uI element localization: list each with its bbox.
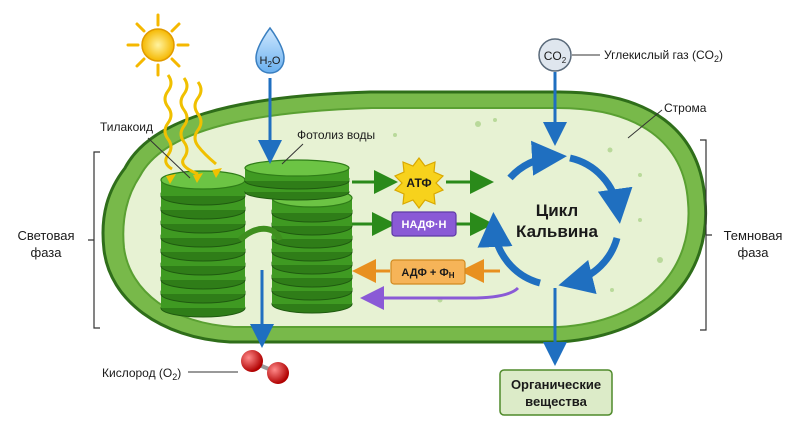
grana-top-disc (244, 159, 350, 190)
grana-stack-top (244, 159, 350, 201)
co2-formula-main: CO (544, 49, 562, 63)
stroma-dots (393, 118, 663, 303)
cycle-arc-right (569, 154, 633, 224)
co2-formula-sub: 2 (562, 56, 567, 65)
photolysis-leader (281, 143, 304, 165)
light-rays (163, 74, 217, 176)
grana-stack-left (160, 170, 246, 318)
light-phase-label-line1: Световая (17, 228, 74, 243)
photolysis-label: Фотолиз воды (297, 128, 375, 142)
organic-substances-box: Органические вещества (499, 369, 613, 416)
svg-text:АДФ + ФН: АДФ + ФН (401, 267, 454, 280)
stroma-leader (627, 109, 663, 139)
dark-phase-label-line2: фаза (738, 245, 770, 260)
water-drop-icon: H2O (255, 26, 285, 74)
water-formula-end: O (272, 55, 281, 67)
stroma-label: Строма (664, 101, 707, 115)
dark-phase-brace (700, 139, 712, 331)
adp-badge: АДФ + ФН (390, 259, 466, 285)
adp-label-sub: Н (449, 271, 455, 280)
nadph-label: НАДФ·Н (402, 219, 447, 231)
calvin-cycle-title-line1: Цикл (536, 201, 578, 220)
svg-text:CO2: CO2 (544, 49, 567, 65)
co2-molecule-icon: CO2 (538, 38, 572, 72)
co2-label: Углекислый газ (CO2) (604, 48, 723, 64)
grana-stack-right (271, 188, 353, 314)
cycle-arc-bottom (558, 236, 621, 294)
grana-left-disc (160, 170, 246, 206)
sun-icon (126, 13, 190, 77)
water-formula-main: H (260, 55, 268, 67)
thylakoid-leader (147, 137, 191, 179)
atp-badge: АТФ (393, 157, 445, 209)
atp-label: АТФ (406, 176, 431, 190)
adp-label: АДФ + Ф (401, 267, 448, 279)
light-ray-heads (166, 168, 222, 184)
svg-text:H2O: H2O (260, 55, 281, 69)
cycle-arc-top (507, 140, 567, 181)
organic-label-line2: вещества (525, 394, 587, 409)
stroma-lamella (237, 225, 283, 243)
water-formula-sub: 2 (267, 60, 272, 69)
light-phase-label-line2: фаза (31, 245, 63, 260)
calvin-cycle (477, 140, 633, 294)
cycle-arc-left (477, 212, 542, 287)
nadp-return-arrow (360, 286, 520, 310)
calvin-cycle-title-line2: Кальвина (516, 222, 598, 241)
oxygen-label: Кислород (O2) (102, 366, 181, 382)
oxygen-molecule-icon (241, 350, 289, 384)
nadph-badge: НАДФ·Н (391, 211, 457, 237)
thylakoid-label: Тилакоид (100, 120, 153, 134)
light-phase-brace (88, 151, 100, 329)
organic-label-line1: Органические (511, 377, 601, 392)
dark-phase-label-line1: Темновая (724, 228, 783, 243)
